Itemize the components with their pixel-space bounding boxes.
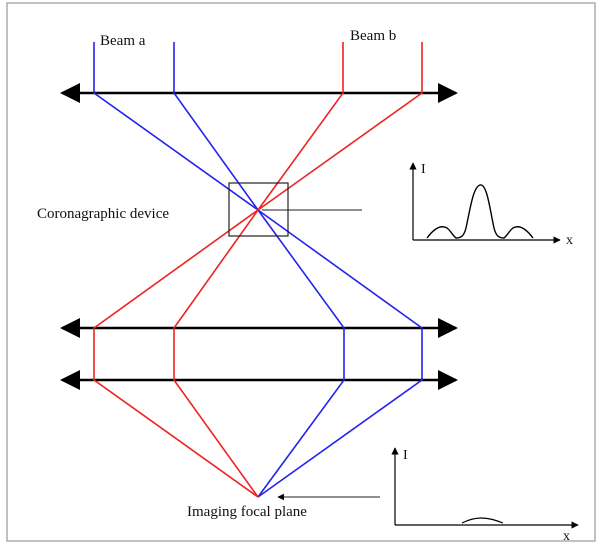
imaging-focal-plane-label: Imaging focal plane (187, 504, 307, 520)
lower-plot-y-label: I (403, 448, 408, 463)
upper-plot-x-label: x (566, 233, 573, 248)
beam-a-label: Beam a (100, 33, 146, 49)
beam-b-label: Beam b (350, 28, 396, 44)
lower-intensity-plot: I x (391, 447, 579, 544)
upper-plot-curve (426, 184, 534, 239)
beam-a-rays (93, 42, 423, 498)
upper-intensity-plot: I x (409, 162, 573, 248)
beam-b-rays (93, 42, 423, 498)
figure-frame (6, 2, 596, 542)
lower-plot-curve (461, 517, 504, 524)
upper-plot-y-label: I (421, 162, 426, 177)
coronagraphic-device-label: Coronagraphic device (37, 206, 169, 222)
lower-plot-x-label: x (563, 529, 570, 544)
